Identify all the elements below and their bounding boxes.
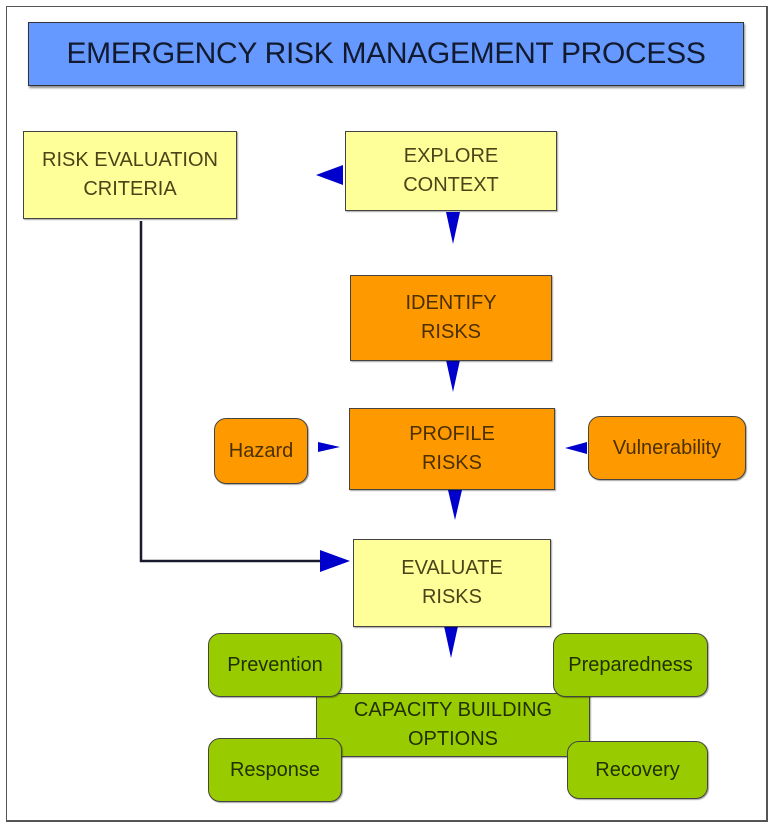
node-vulnerability: Vulnerability [588,416,746,480]
node-explore-context: EXPLORE CONTEXT [345,131,557,211]
node-capacity-building-options: CAPACITY BUILDING OPTIONS [316,693,590,757]
node-response: Response [208,738,342,802]
diagram-title: EMERGENCY RISK MANAGEMENT PROCESS [28,22,744,86]
node-risk-evaluation-criteria: RISK EVALUATION CRITERIA [23,131,237,219]
node-identify-risks: IDENTIFY RISKS [350,275,552,361]
node-preparedness: Preparedness [553,633,708,697]
node-evaluate-risks: EVALUATE RISKS [353,539,551,627]
node-profile-risks: PROFILE RISKS [349,408,555,490]
node-prevention: Prevention [208,633,342,697]
node-recovery: Recovery [567,741,708,799]
node-hazard: Hazard [214,418,308,484]
